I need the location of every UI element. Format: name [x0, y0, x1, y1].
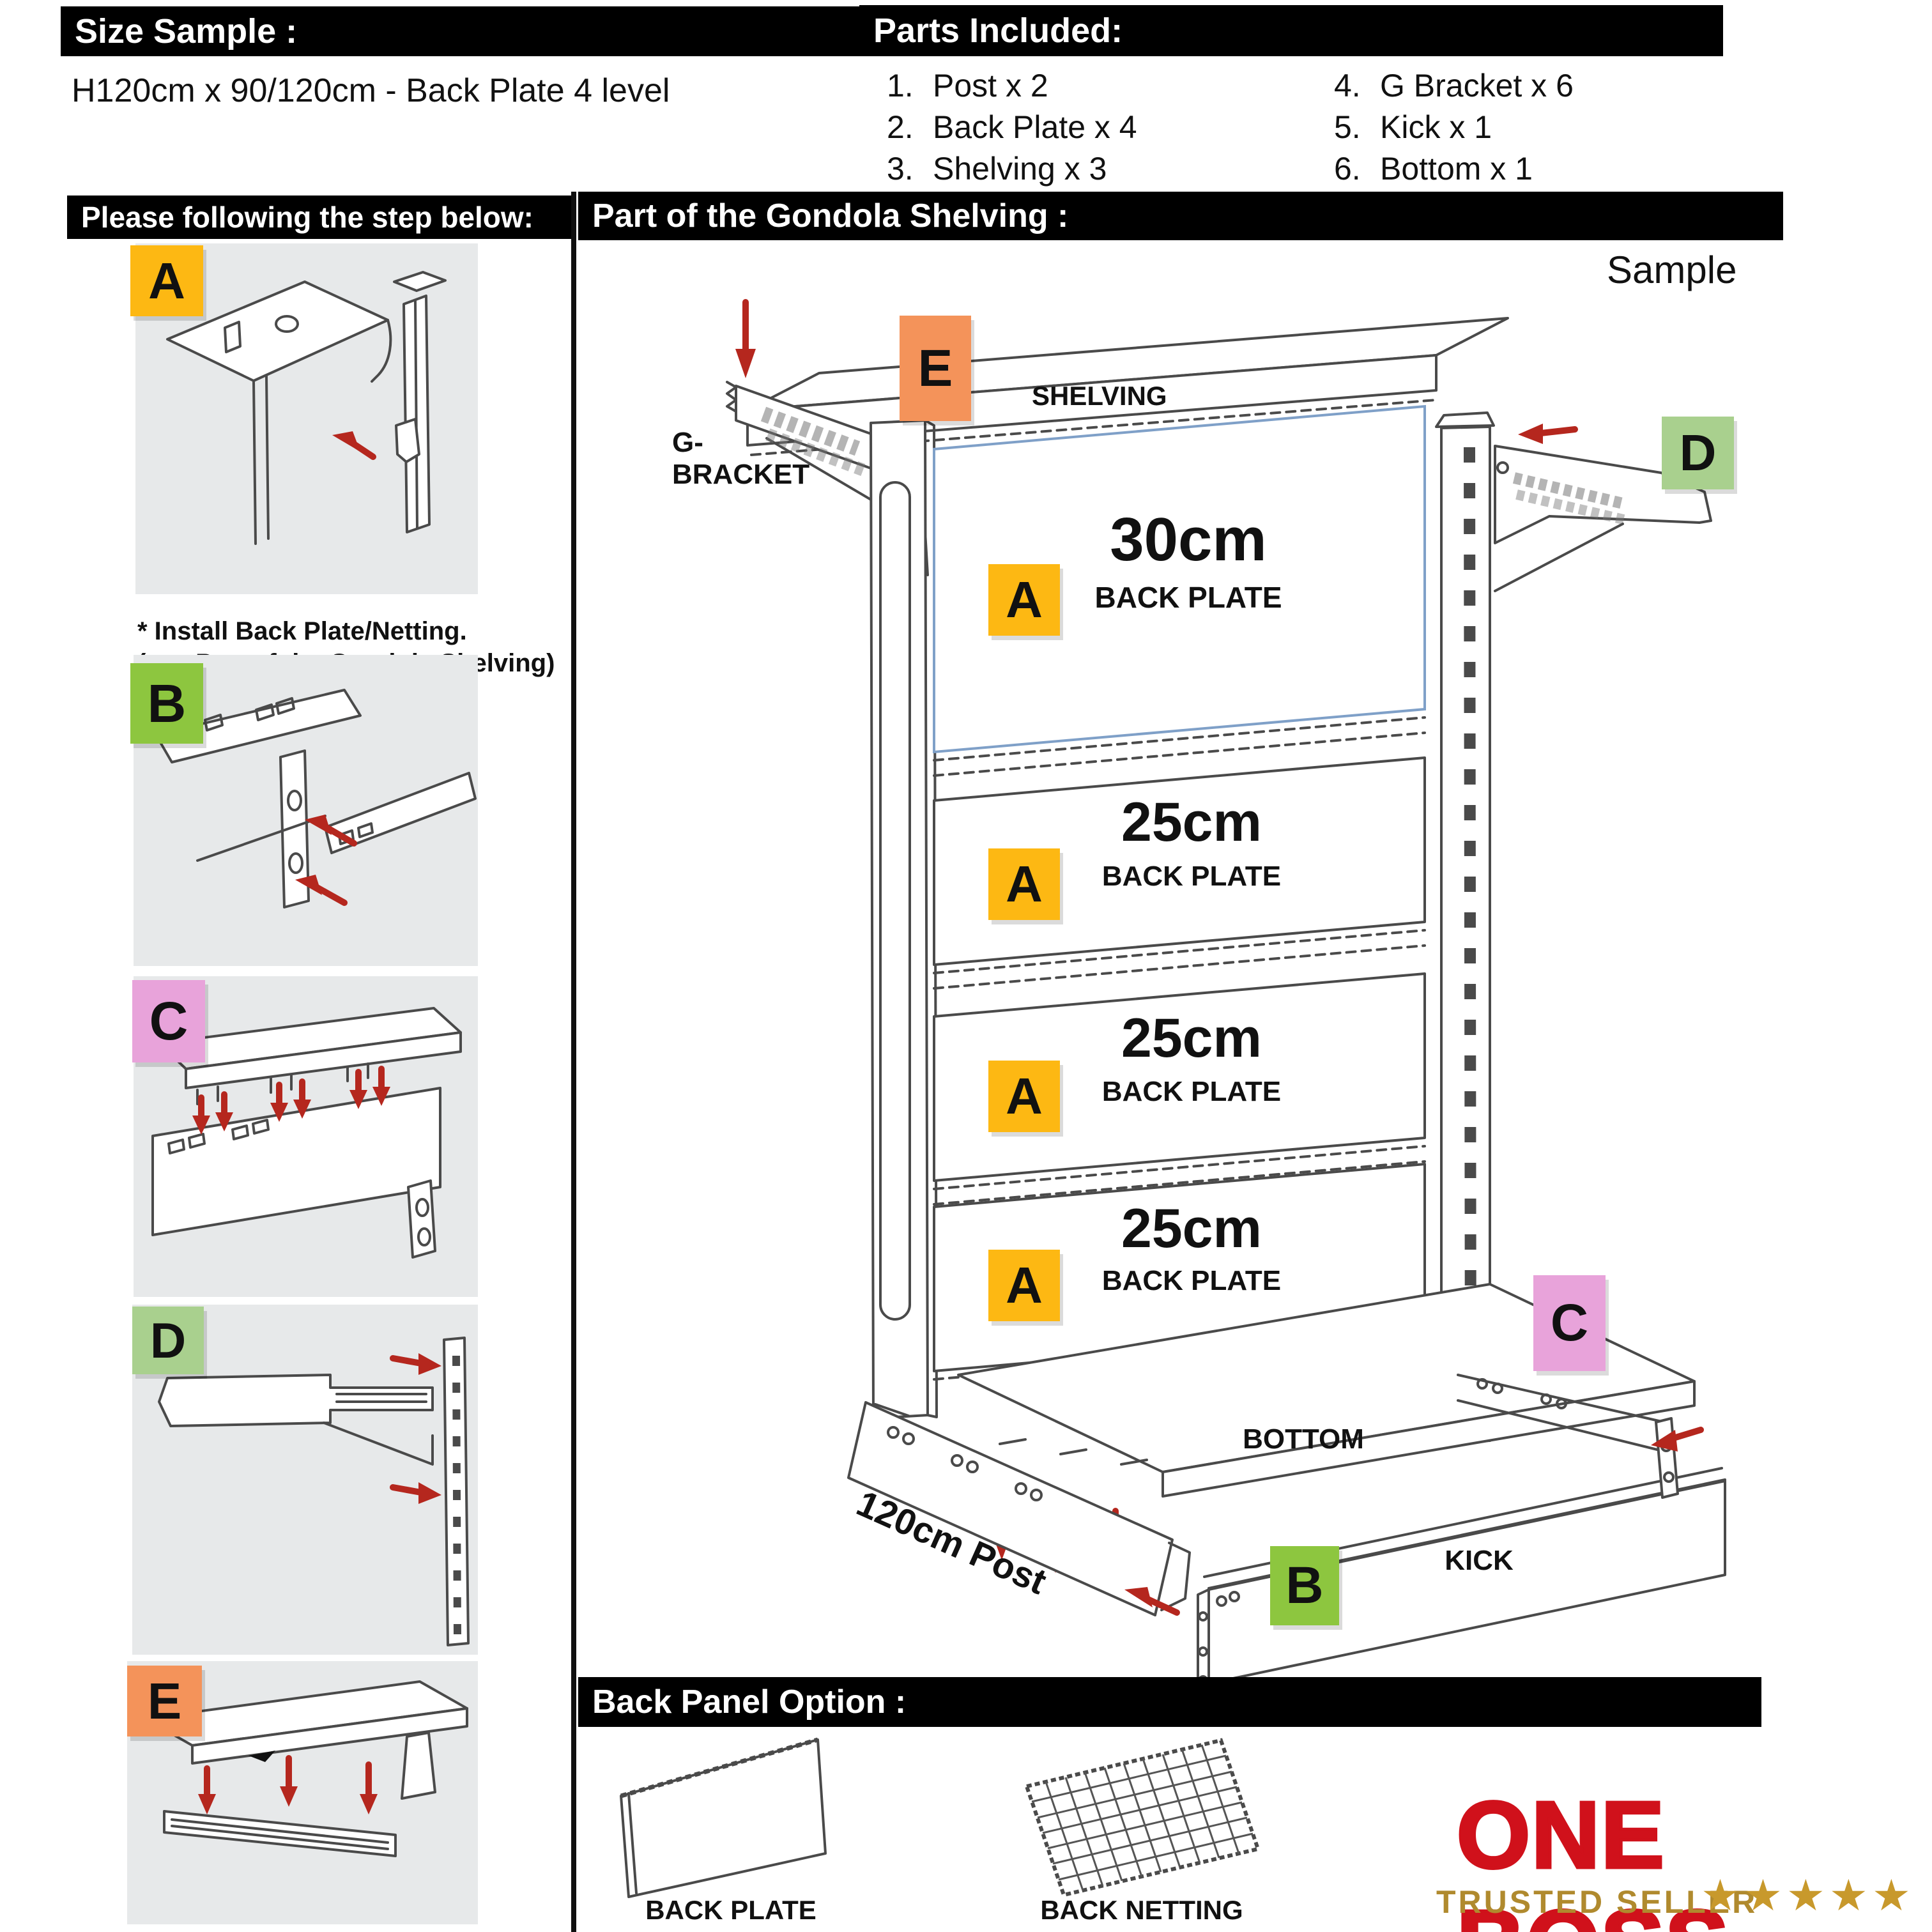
diagram-a2-badge: A [988, 848, 1060, 920]
diagram-a4-badge: A [988, 1250, 1060, 1321]
g-bracket-label: G-BRACKET [672, 427, 810, 490]
kick-label: KICK [1445, 1545, 1514, 1576]
part-item-number: 4. [1334, 68, 1361, 103]
part-item-number: 5. [1334, 109, 1361, 145]
part-item-label: Bottom x 1 [1380, 151, 1533, 187]
shelving-label: SHELVING [1032, 381, 1167, 411]
step-e-badge: E [127, 1666, 202, 1736]
back-panel-title: Back Panel Option : [592, 1683, 907, 1721]
part-item-label: Shelving x 3 [933, 151, 1107, 187]
back-netting-option-label: BACK NETTING [1040, 1895, 1243, 1925]
diagram-a3-letter: A [1006, 1068, 1043, 1124]
diagram-a2-letter: A [1006, 855, 1043, 912]
size-sample-title: Size Sample : [75, 12, 298, 50]
step-c-illustration [151, 1007, 462, 1259]
size-sample-value: H120cm x 90/120cm - Back Plate 4 level [72, 72, 670, 109]
step-a-note-line1: * Install Back Plate/Netting. [137, 617, 467, 645]
plate2-size: 25cm [1121, 792, 1262, 853]
part-item-number: 6. [1334, 151, 1361, 187]
part-item-label: Back Plate x 4 [933, 109, 1137, 145]
diagram-a3-badge: A [988, 1061, 1060, 1132]
plate4-label: BACK PLATE [1101, 1265, 1282, 1296]
diagram-a4-letter: A [1006, 1257, 1043, 1314]
bottom-label: BOTTOM [1243, 1423, 1364, 1455]
plate3-size: 25cm [1121, 1008, 1262, 1069]
plate4-size: 25cm [1121, 1198, 1262, 1259]
brand-tagline: TRUSTED SELLER [1436, 1884, 1758, 1920]
diagram-b-letter: B [1285, 1556, 1324, 1614]
size-sample-header: Size Sample : [61, 6, 871, 56]
plate3-label: BACK PLATE [1101, 1076, 1282, 1107]
part-item-number: 1. [887, 68, 914, 103]
plate1-size: 30cm [1110, 505, 1267, 574]
diagram-d-badge: D [1662, 417, 1734, 489]
back-plate-option-label: BACK PLATE [645, 1895, 816, 1925]
step-e-letter: E [147, 1672, 182, 1729]
step-c-arrows [192, 1066, 390, 1135]
part-item-label: Kick x 1 [1380, 109, 1492, 145]
step-c-letter: C [149, 991, 188, 1051]
gondola-parts-header: Part of the Gondola Shelving : [578, 192, 1783, 240]
step-b-badge: B [130, 663, 203, 744]
steps-title: Please following the step below: [81, 201, 533, 234]
step-a-illustration [166, 271, 447, 545]
part-item-number: 2. [887, 109, 914, 145]
gondola-parts-title: Part of the Gondola Shelving : [592, 197, 1069, 234]
parts-included-title: Parts Included: [873, 12, 1123, 50]
step-a-badge: A [130, 245, 203, 316]
step-d-badge: D [132, 1307, 204, 1374]
step-d-illustration [158, 1337, 470, 1646]
five-star-rating: ★★★★★ [1701, 1871, 1915, 1920]
brand-logo: ONE BOSS [1455, 1781, 1730, 1932]
diagram-c-badge: C [1533, 1275, 1606, 1371]
back-plate-illustration [620, 1737, 827, 1898]
sample-label: Sample [1607, 249, 1737, 291]
diagram-e-letter: E [917, 339, 953, 397]
diagram-e-badge: E [900, 316, 971, 421]
back-netting-illustration [1024, 1738, 1261, 1897]
diagram-b-badge: B [1270, 1546, 1339, 1625]
step-d-letter: D [150, 1312, 187, 1368]
column-divider [571, 192, 576, 1932]
part-item-number: 3. [887, 151, 914, 187]
diagram-a1-letter: A [1006, 571, 1043, 628]
back-panel-header: Back Panel Option : [578, 1677, 1761, 1727]
diagram-d-letter: D [1679, 424, 1717, 481]
parts-included-header: Parts Included: [859, 5, 1723, 56]
step-b-letter: B [147, 673, 187, 733]
diagram-a1-badge: A [988, 564, 1060, 636]
step-a-letter: A [148, 252, 185, 309]
step-b-illustration [155, 689, 477, 908]
part-item-label: G Bracket x 6 [1380, 68, 1574, 103]
part-item-label: Post x 2 [933, 68, 1048, 103]
step-e-illustration [144, 1680, 468, 1857]
plate1-label: BACK PLATE [1094, 581, 1282, 614]
step-c-badge: C [132, 980, 205, 1062]
steps-header: Please following the step below: [67, 195, 571, 239]
plate2-label: BACK PLATE [1101, 861, 1282, 892]
diagram-c-letter: C [1550, 1294, 1589, 1352]
